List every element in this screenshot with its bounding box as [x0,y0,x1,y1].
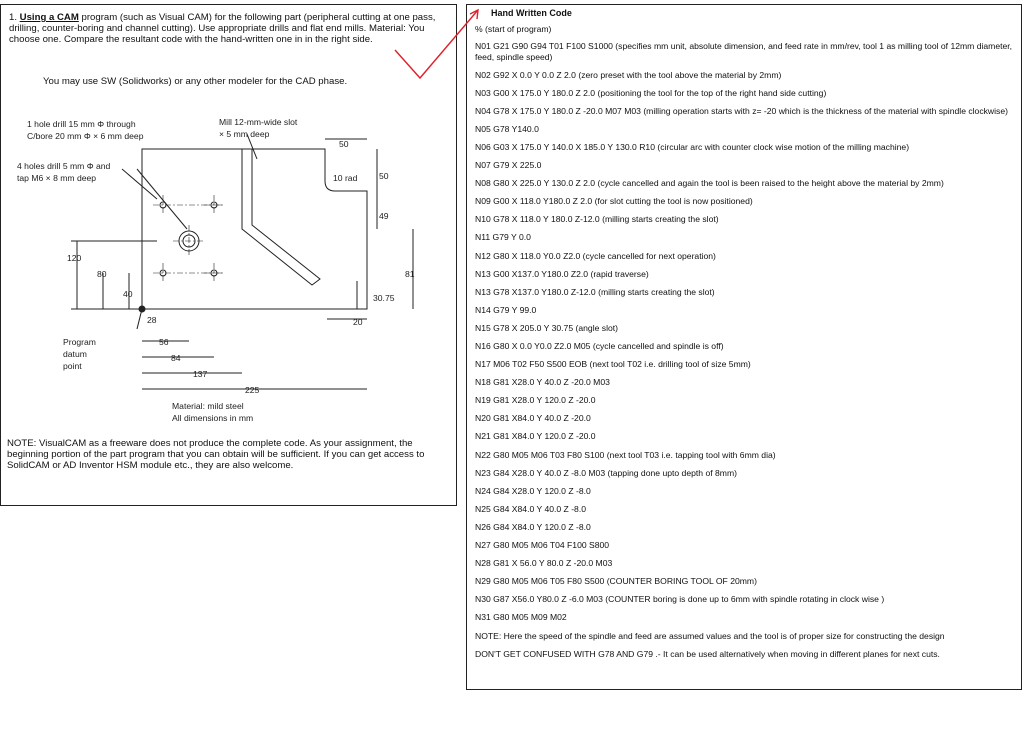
code-line: N30 G87 X56.0 Y80.0 Z -6.0 M03 (COUNTER … [475,594,885,605]
mill-callout-1: Mill 12-mm-wide slot [219,117,298,127]
dim-50-horizontal: 50 [339,139,349,149]
dim-225: 225 [245,385,260,395]
dim-56: 56 [159,337,169,347]
dim-30-75: 30.75 [373,293,395,303]
code-line: N01 G21 G90 G94 T01 F100 S1000 (specifie… [475,41,1013,62]
code-start: % (start of program) [475,24,552,34]
dim-120: 120 [67,253,82,263]
code-line: N25 G84 X84.0 Y 40.0 Z -8.0 [475,503,586,514]
code-line: N15 G78 X 205.0 Y 30.75 (angle slot) [475,322,619,333]
holes-callout-1: 4 holes drill 5 mm Φ and [17,161,111,171]
code-line: N20 G81 X84.0 Y 40.0 Z -20.0 [475,413,591,424]
code-line: N18 G81 X28.0 Y 40.0 Z -20.0 M03 [475,377,610,388]
task-title: Using a CAM [19,12,79,23]
material-label: Material: mild steel [172,401,244,411]
code-line: N24 G84 X28.0 Y 120.0 Z -8.0 [475,485,591,496]
code-line: N29 G80 M05 M06 T05 F80 S500 (COUNTER BO… [475,576,757,587]
dim-80: 80 [97,269,107,279]
code-line: DON'T GET CONFUSED WITH G78 AND G79 .- I… [475,648,940,659]
code-line: N12 G80 X 118.0 Y0.0 Z2.0 (cycle cancell… [475,250,716,261]
code-line: N22 G80 M05 M06 T03 F80 S100 (next tool … [475,449,776,460]
code-line: N13 G00 X137.0 Y180.0 Z2.0 (rapid traver… [475,268,649,279]
cad-note: You may use SW (Solidworks) or any other… [43,76,348,87]
code-line: N02 G92 X 0.0 Y 0.0 Z 2.0 (zero preset w… [475,69,782,80]
code-line: N13 G78 X137.0 Y180.0 Z-12.0 (milling st… [475,286,715,297]
mill-callout-2: × 5 mm deep [219,129,270,139]
dim-137: 137 [193,369,208,379]
dim-10-rad: 10 rad [333,173,358,183]
dim-81: 81 [405,269,415,279]
drill-callout-2: C/bore 20 mm Φ × 6 mm deep [27,131,144,141]
dimensions-label: All dimensions in mm [172,413,253,423]
code-line: N14 G79 Y 99.0 [475,304,537,315]
code-line: N17 M06 T02 F50 S500 EOB (next tool T02 … [475,359,751,370]
visualcam-note: NOTE: VisualCAM as a freeware does not p… [7,438,425,471]
dim-40: 40 [123,289,133,299]
handwritten-code-panel: Hand Written Code % (start of program) N… [466,4,1022,690]
datum-label-1: Program [63,337,96,347]
drill-callout-1: 1 hole drill 15 mm Φ through [27,119,136,129]
code-line: N08 G80 X 225.0 Y 130.0 Z 2.0 (cycle can… [475,178,944,189]
dim-28: 28 [147,315,157,325]
slot-outline [241,149,321,286]
dim-50-vertical: 50 [379,171,389,181]
code-line: N07 G79 X 225.0 [475,160,542,171]
datum-label-2: datum [63,349,87,359]
task-number: 1. [9,12,20,23]
task-text: program (such as Visual CAM) for the fol… [9,12,436,45]
code-line: N06 G03 X 175.0 Y 140.0 X 185.0 Y 130.0 … [475,141,910,152]
code-line: NOTE: Here the speed of the spindle and … [475,630,945,641]
code-line: N31 G80 M05 M09 M02 [475,612,567,623]
part-drawing: 1 hole drill 15 mm Φ through C/bore 20 m… [17,117,415,423]
code-line: N04 G78 X 175.0 Y 180.0 Z -20.0 M07 M03 … [475,105,1008,116]
code-line: N05 G78 Y140.0 [475,123,539,134]
holes-callout-2: tap M6 × 8 mm deep [17,173,96,183]
code-line: N16 G80 X 0.0 Y0.0 Z2.0 M05 (cycle cance… [475,341,724,351]
dim-20: 20 [353,317,363,327]
code-line: N10 G78 X 118.0 Y 180.0 Z-12.0 (milling … [475,214,719,225]
code-line: N21 G81 X84.0 Y 120.0 Z -20.0 [475,431,596,442]
code-line: N09 G00 X 118.0 Y180.0 Z 2.0 (for slot c… [475,196,753,207]
dim-84: 84 [171,353,181,363]
code-line: N19 G81 X28.0 Y 120.0 Z -20.0 [475,395,596,406]
code-lines: N01 G21 G90 G94 T01 F100 S1000 (specifie… [475,41,1019,667]
code-line: N26 G84 X84.0 Y 120.0 Z -8.0 [475,521,591,532]
code-line: N11 G79 Y 0.0 [475,232,531,243]
code-line: N03 G00 X 175.0 Y 180.0 Z 2.0 (positioni… [475,87,827,98]
plate-outline [141,148,368,310]
assignment-panel: 1. Using a CAM program (such as Visual C… [0,4,457,506]
code-line: N28 G81 X 56.0 Y 80.0 Z -20.0 M03 [475,558,613,569]
code-line: N23 G84 X28.0 Y 40.0 Z -8.0 M03 (tapping… [475,467,737,478]
dim-49: 49 [379,211,389,221]
code-title: Hand Written Code [491,8,572,18]
datum-label-3: point [63,361,82,371]
task-description: 1. Using a CAM program (such as Visual C… [9,12,449,45]
code-line: N27 G80 M05 M06 T04 F100 S800 [475,540,610,551]
